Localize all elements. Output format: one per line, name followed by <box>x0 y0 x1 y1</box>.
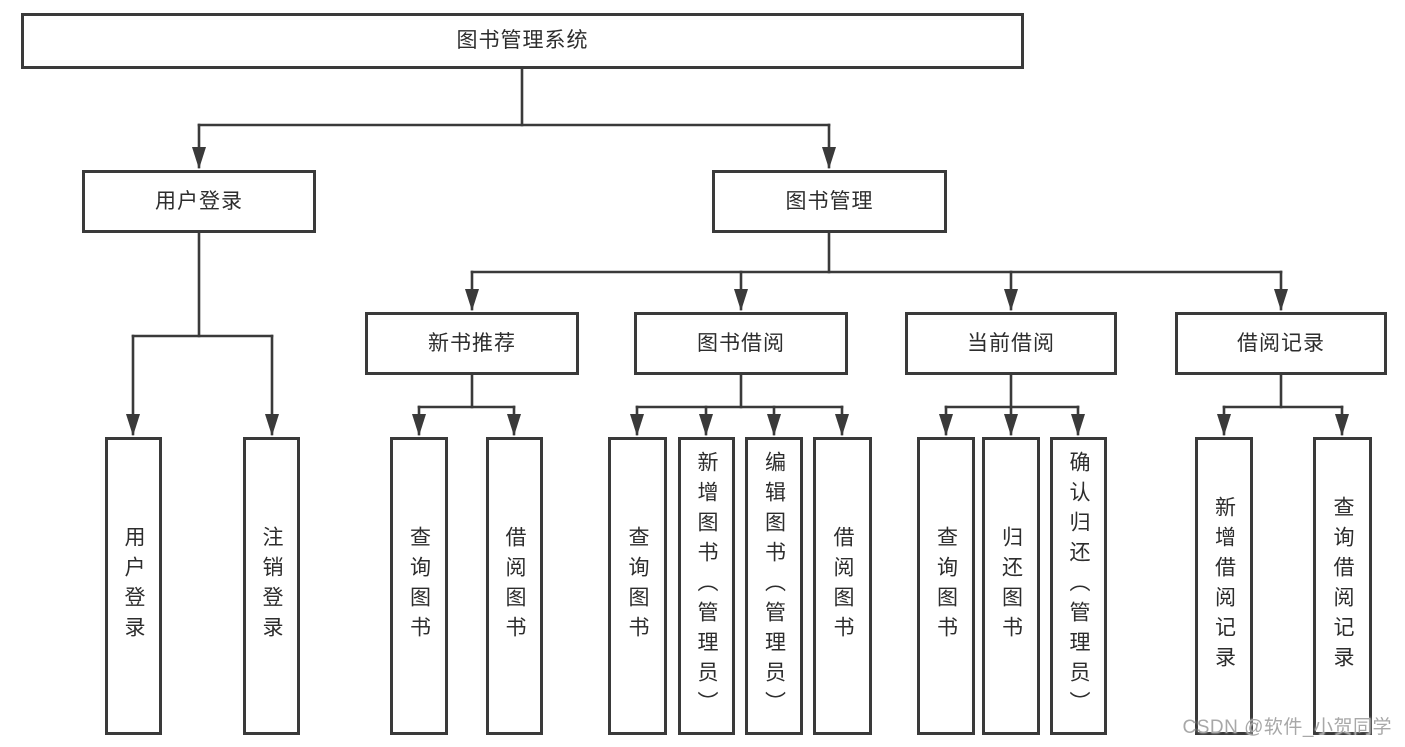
leaf-borrow-add-book-admin: 新增图书（管理员） <box>678 437 735 735</box>
leaf-current-return-book: 归还图书 <box>982 437 1040 735</box>
node-root: 图书管理系统 <box>21 13 1024 69</box>
leaf-current-query-book: 查询图书 <box>917 437 975 735</box>
leaf-current-confirm-return-admin: 确认归还（管理员） <box>1050 437 1107 735</box>
node-book-management: 图书管理 <box>712 170 947 233</box>
leaf-borrow-borrow-book: 借阅图书 <box>813 437 872 735</box>
csdn-watermark: CSDN @软件_小贺同学 <box>1182 717 1392 738</box>
leaf-user-login: 用户登录 <box>105 437 162 735</box>
leaf-newbooks-borrow-book: 借阅图书 <box>486 437 543 735</box>
node-user-login: 用户登录 <box>82 170 316 233</box>
leaf-newbooks-query-book: 查询图书 <box>390 437 448 735</box>
node-new-book-recommend: 新书推荐 <box>365 312 579 375</box>
leaf-borrow-edit-book-admin: 编辑图书（管理员） <box>745 437 803 735</box>
node-current-borrow: 当前借阅 <box>905 312 1117 375</box>
leaf-records-add-record: 新增借阅记录 <box>1195 437 1253 735</box>
node-book-borrow: 图书借阅 <box>634 312 848 375</box>
node-borrow-records: 借阅记录 <box>1175 312 1387 375</box>
leaf-borrow-query-book: 查询图书 <box>608 437 667 735</box>
leaf-records-query-record: 查询借阅记录 <box>1313 437 1372 735</box>
leaf-logout: 注销登录 <box>243 437 300 735</box>
